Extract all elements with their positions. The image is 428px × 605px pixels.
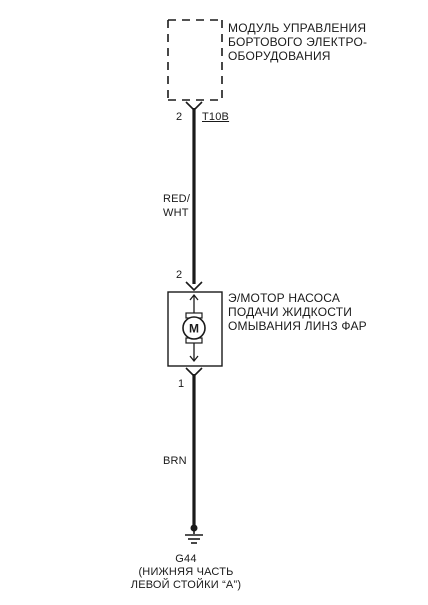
wire-color-label: BRN [163,455,187,467]
control-module-box [167,19,223,101]
motor-pin-top-number: 2 [176,269,183,281]
module-pin-number: 2 [176,111,183,123]
motor-symbol-icon: M [182,312,206,344]
ground-id: G44 [175,553,197,565]
ground-label: G44 (НИЖНЯЯ ЧАСТЬ ЛЕВОЙ СТОЙКИ “А”) [118,553,254,592]
wire-color-label-line: RED/ [163,193,191,205]
motor-symbol-letter: M [189,322,199,336]
ground-location-line: ЛЕВОЙ СТОЙКИ “А”) [130,579,242,591]
module-label-line: МОДУЛЬ УПРАВЛЕНИЯ [228,21,367,35]
wire-color-label-line: WHT [163,207,189,219]
module-label-line: ОБОРУДОВАНИЯ [228,49,331,63]
motor-label-line: ОМЫВАНИЯ ЛИНЗ ФАР [228,319,367,333]
connector-id: T10B [202,111,230,123]
motor-label-line: Э/МОТОР НАСОСА [228,291,341,305]
module-label-line: БОРТОВОГО ЭЛЕКТРО- [228,35,368,49]
module-label: МОДУЛЬ УПРАВЛЕНИЯ БОРТОВОГО ЭЛЕКТРО- ОБО… [228,21,367,63]
motor-pin-bottom-number: 1 [178,378,185,390]
motor-label: Э/МОТОР НАСОСА ПОДАЧИ ЖИДКОСТИ ОМЫВАНИЯ … [228,291,367,333]
ground-location-line: (НИЖНЯЯ ЧАСТЬ [138,566,234,578]
motor-label-line: ПОДАЧИ ЖИДКОСТИ [228,305,353,319]
motor-internal-leads [189,293,199,363]
ground-icon [185,524,203,544]
motor-pin-2-terminal [185,281,203,292]
